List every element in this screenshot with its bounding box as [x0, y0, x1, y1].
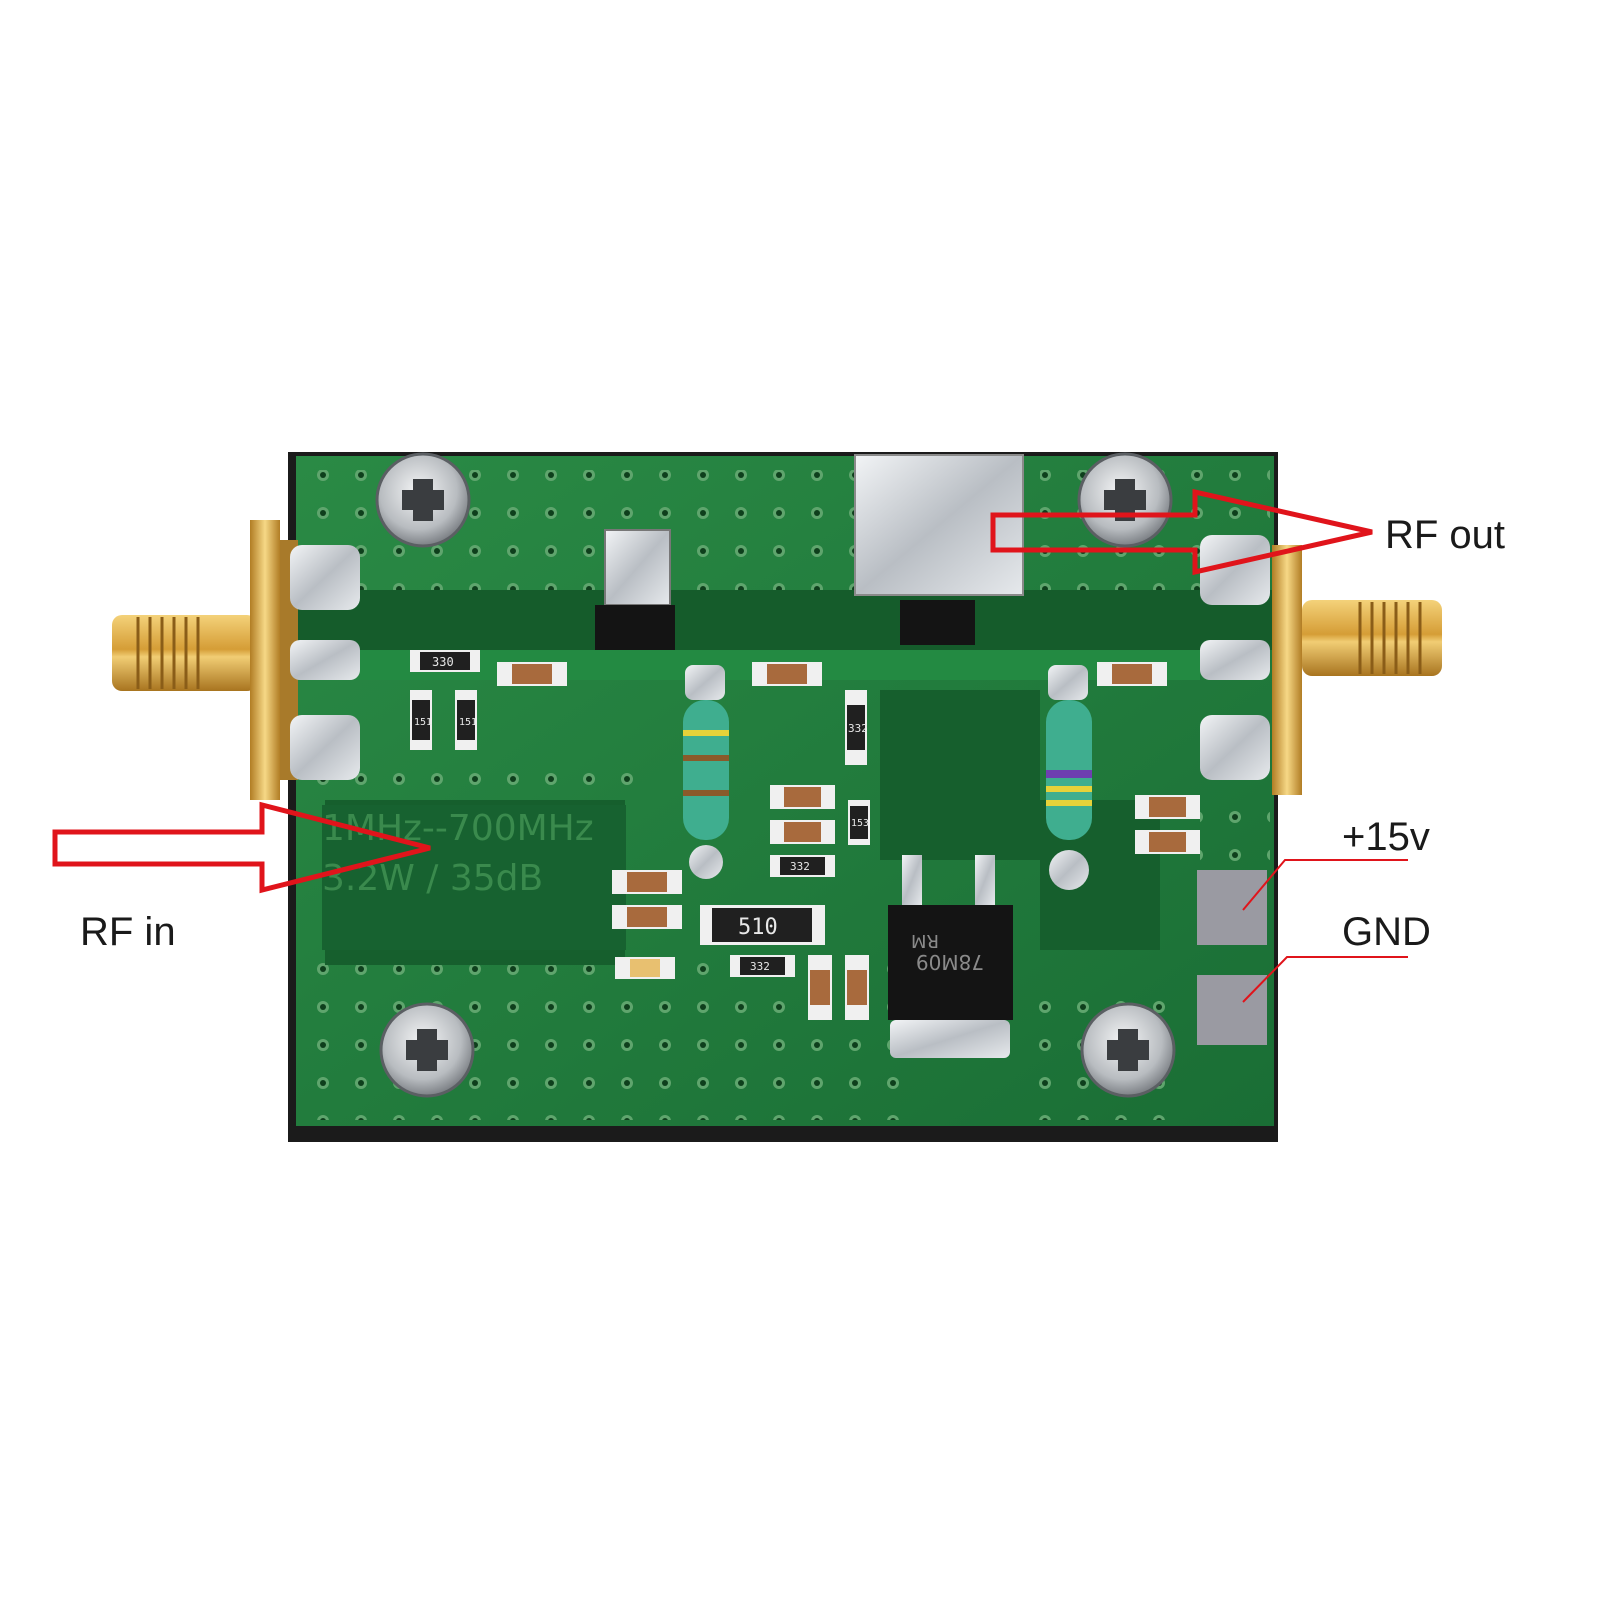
smd-led-lens [630, 959, 660, 977]
copper-zone-center [880, 690, 1040, 860]
rf-in-arrow [52, 801, 431, 894]
gnd-leader-line [1242, 956, 1408, 1003]
solder-joints [290, 535, 1270, 780]
rf-out-label: RF out [1385, 513, 1506, 557]
marking-510: 510 [738, 915, 778, 940]
transistor-body-right [900, 600, 975, 645]
inductor-left [683, 665, 729, 879]
marking-330: 330 [432, 655, 454, 669]
sma-connector-right [1272, 545, 1442, 795]
screw-top-left [375, 452, 471, 548]
marking-regulator: 78M09 [916, 950, 984, 974]
transistor-body-left [595, 605, 675, 650]
marking-332-a: 332 [848, 722, 868, 735]
marking-151-a: 151 [414, 717, 432, 728]
transistor-tab-left [604, 529, 671, 606]
marking-151-b: 151 [459, 717, 477, 728]
vcc-leader-line [1242, 859, 1408, 911]
marking-153: 153 [851, 818, 869, 829]
vcc-pad [1197, 870, 1267, 945]
copper-strip-top [296, 590, 1274, 650]
marking-332-b: 332 [790, 860, 810, 873]
shield-can [854, 454, 1024, 596]
smd-resistors: 330 151 151 332 332 510 332 153 [410, 650, 870, 977]
screw-top-right [1077, 452, 1173, 548]
rf-in-label: RF in [80, 910, 176, 954]
silkscreen-label: 1MHz--700MHz 3.2W / 35dB [322, 805, 626, 950]
screw-bottom-left [379, 1002, 475, 1098]
gnd-pad [1197, 975, 1267, 1045]
sma-connector-left [112, 520, 298, 800]
marking-332-c: 332 [750, 960, 770, 973]
inductor-right [1046, 665, 1092, 890]
via-field-right [1200, 790, 1270, 880]
gnd-label: GND [1342, 910, 1431, 954]
marking-regulator-sub: RM [911, 930, 939, 951]
silk-frequency: 1MHz--700MHz [322, 808, 594, 849]
smd-capacitors [497, 662, 1200, 1020]
voltage-regulator: 78M09 RM [888, 855, 1013, 1058]
rf-out-arrow [990, 488, 1373, 576]
screw-bottom-right [1080, 1002, 1176, 1098]
vcc-label: +15v [1342, 815, 1430, 859]
